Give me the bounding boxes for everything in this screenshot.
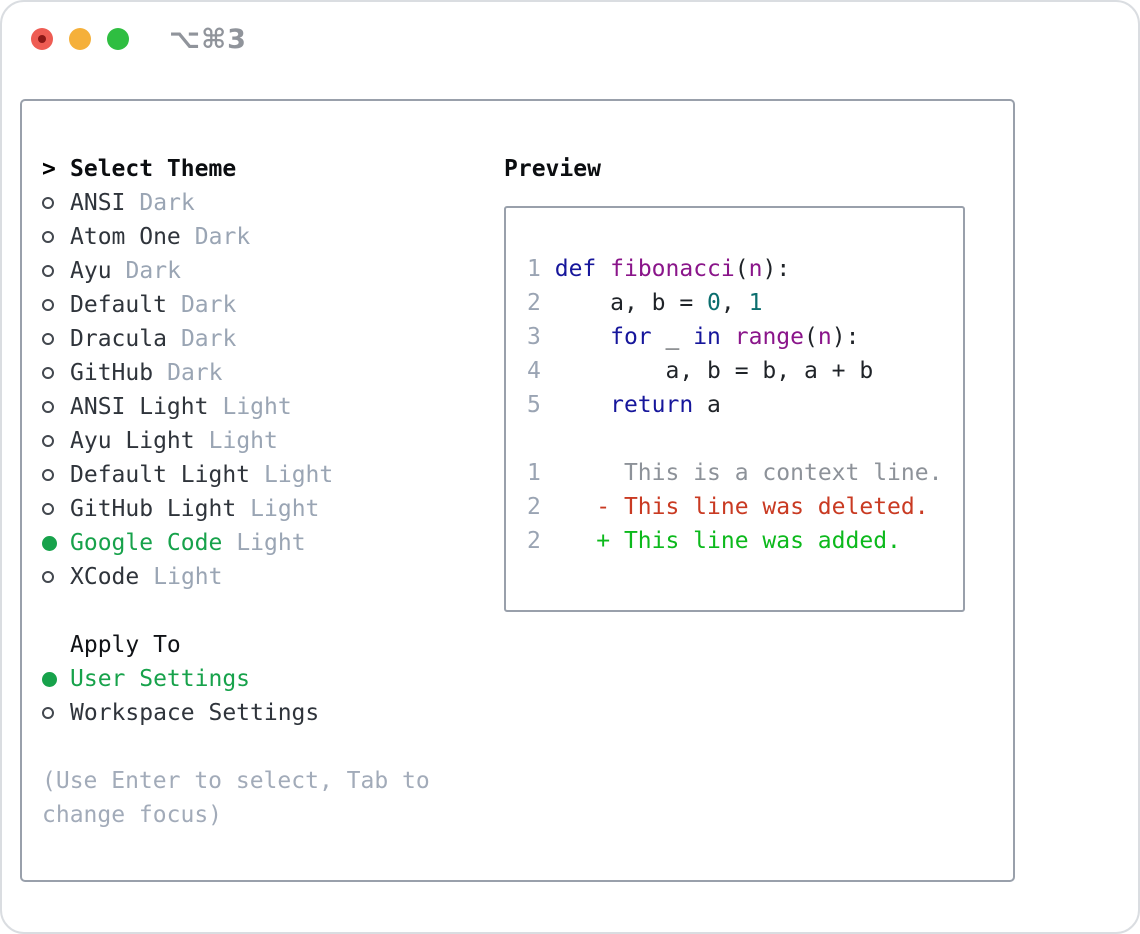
preview-line: 2 a, b = 0, 1 [527,290,763,316]
preview-box: 1 def fibonacci(n): 2 a, b = 0, 1 3 for _ … [504,206,965,612]
option-variant: Dark [125,258,181,284]
radio-icon [42,469,54,481]
theme-option[interactable]: Google Code Light [42,526,504,560]
option-label: XCode [70,564,140,590]
preview-title: Preview [504,156,601,182]
option-variant: Light [236,530,306,556]
cursor-chevron-icon: > [42,156,56,182]
right-column: Preview 1 def fibonacci(n): 2 a, b = 0, 1… [504,152,1013,880]
apply-to-list: User Settings Workspace Settings [42,662,504,730]
preview-line: 1 def fibonacci(n): [527,256,791,282]
apply-to-option[interactable]: User Settings [42,662,504,696]
option-label: Google Code [70,530,223,556]
radio-icon [42,333,54,345]
theme-option[interactable]: Ayu Dark [42,254,504,288]
radio-icon [42,671,57,687]
option-label: Workspace Settings [70,700,320,726]
option-variant: Dark [194,224,251,250]
apply-to-section: Apply To User Settings Workspace Setting… [42,628,504,730]
keyboard-hint: (Use Enter to select, Tab to change focu… [42,768,430,828]
radio-icon [42,401,54,413]
theme-picker-panel: > Select Theme ANSI Dark Atom One Dark A… [20,99,1015,882]
radio-icon [42,535,57,551]
option-label: Ayu Light [70,428,195,454]
option-label: ANSI [70,190,126,216]
theme-option[interactable]: Default Light Light [42,458,504,492]
apply-to-header: Apply To [42,628,504,662]
radio-icon [42,707,54,719]
radio-icon [42,367,54,379]
option-label: ANSI Light [70,394,209,420]
left-column: > Select Theme ANSI Dark Atom One Dark A… [42,152,504,880]
option-label: GitHub Light [70,496,237,522]
option-variant: Light [264,462,334,488]
radio-icon [42,265,54,277]
option-variant: Dark [139,190,195,216]
theme-option[interactable]: Default Dark [42,288,504,322]
minimize-button[interactable] [69,28,91,50]
preview-line: 2 + This line was added. [527,528,901,554]
option-label: Dracula [70,326,167,352]
radio-icon [42,299,54,311]
radio-icon [42,197,54,209]
select-theme-title: Select Theme [70,156,237,182]
preview-line: 4 a, b = b, a + b [527,358,874,384]
option-variant: Dark [180,326,237,352]
preview-line: 5 return a [527,392,721,418]
window-title: ⌥⌘3 [169,24,247,55]
theme-option[interactable]: Atom One Dark [42,220,504,254]
preview-line [527,422,953,456]
option-variant: Dark [180,292,237,318]
zoom-button[interactable] [107,28,129,50]
radio-icon [42,503,54,515]
option-label: Ayu [70,258,112,284]
preview-line: 1 This is a context line. [527,460,943,486]
option-label: GitHub [70,360,154,386]
code-preview: 1 def fibonacci(n): 2 a, b = 0, 1 3 for _ … [527,252,953,558]
close-dot-icon [38,35,46,43]
option-label: Atom One [70,224,181,250]
option-label: User Settings [70,666,251,692]
select-theme-header: > Select Theme [42,152,504,186]
apply-to-title: Apply To [70,632,181,658]
theme-option[interactable]: GitHub Dark [42,356,504,390]
option-variant: Light [153,564,223,590]
theme-option[interactable]: ANSI Dark [42,186,504,220]
option-label: Default [70,292,167,318]
option-variant: Light [222,394,292,420]
theme-option[interactable]: XCode Light [42,560,504,594]
preview-line: 3 for _ in range(n): [527,324,860,350]
close-button[interactable] [31,28,53,50]
option-label: Default Light [70,462,251,488]
theme-option[interactable]: Ayu Light Light [42,424,504,458]
option-variant: Dark [167,360,223,386]
radio-icon [42,231,54,243]
option-variant: Light [250,496,320,522]
apply-to-option[interactable]: Workspace Settings [42,696,504,730]
theme-option[interactable]: GitHub Light Light [42,492,504,526]
theme-option[interactable]: ANSI Light Light [42,390,504,424]
option-variant: Light [208,428,278,454]
titlebar: ⌥⌘3 [2,2,1138,99]
theme-option[interactable]: Dracula Dark [42,322,504,356]
radio-icon [42,571,54,583]
preview-line: 2 - This line was deleted. [527,494,929,520]
theme-list: ANSI Dark Atom One Dark Ayu Dark Default… [42,186,504,594]
radio-icon [42,435,54,447]
